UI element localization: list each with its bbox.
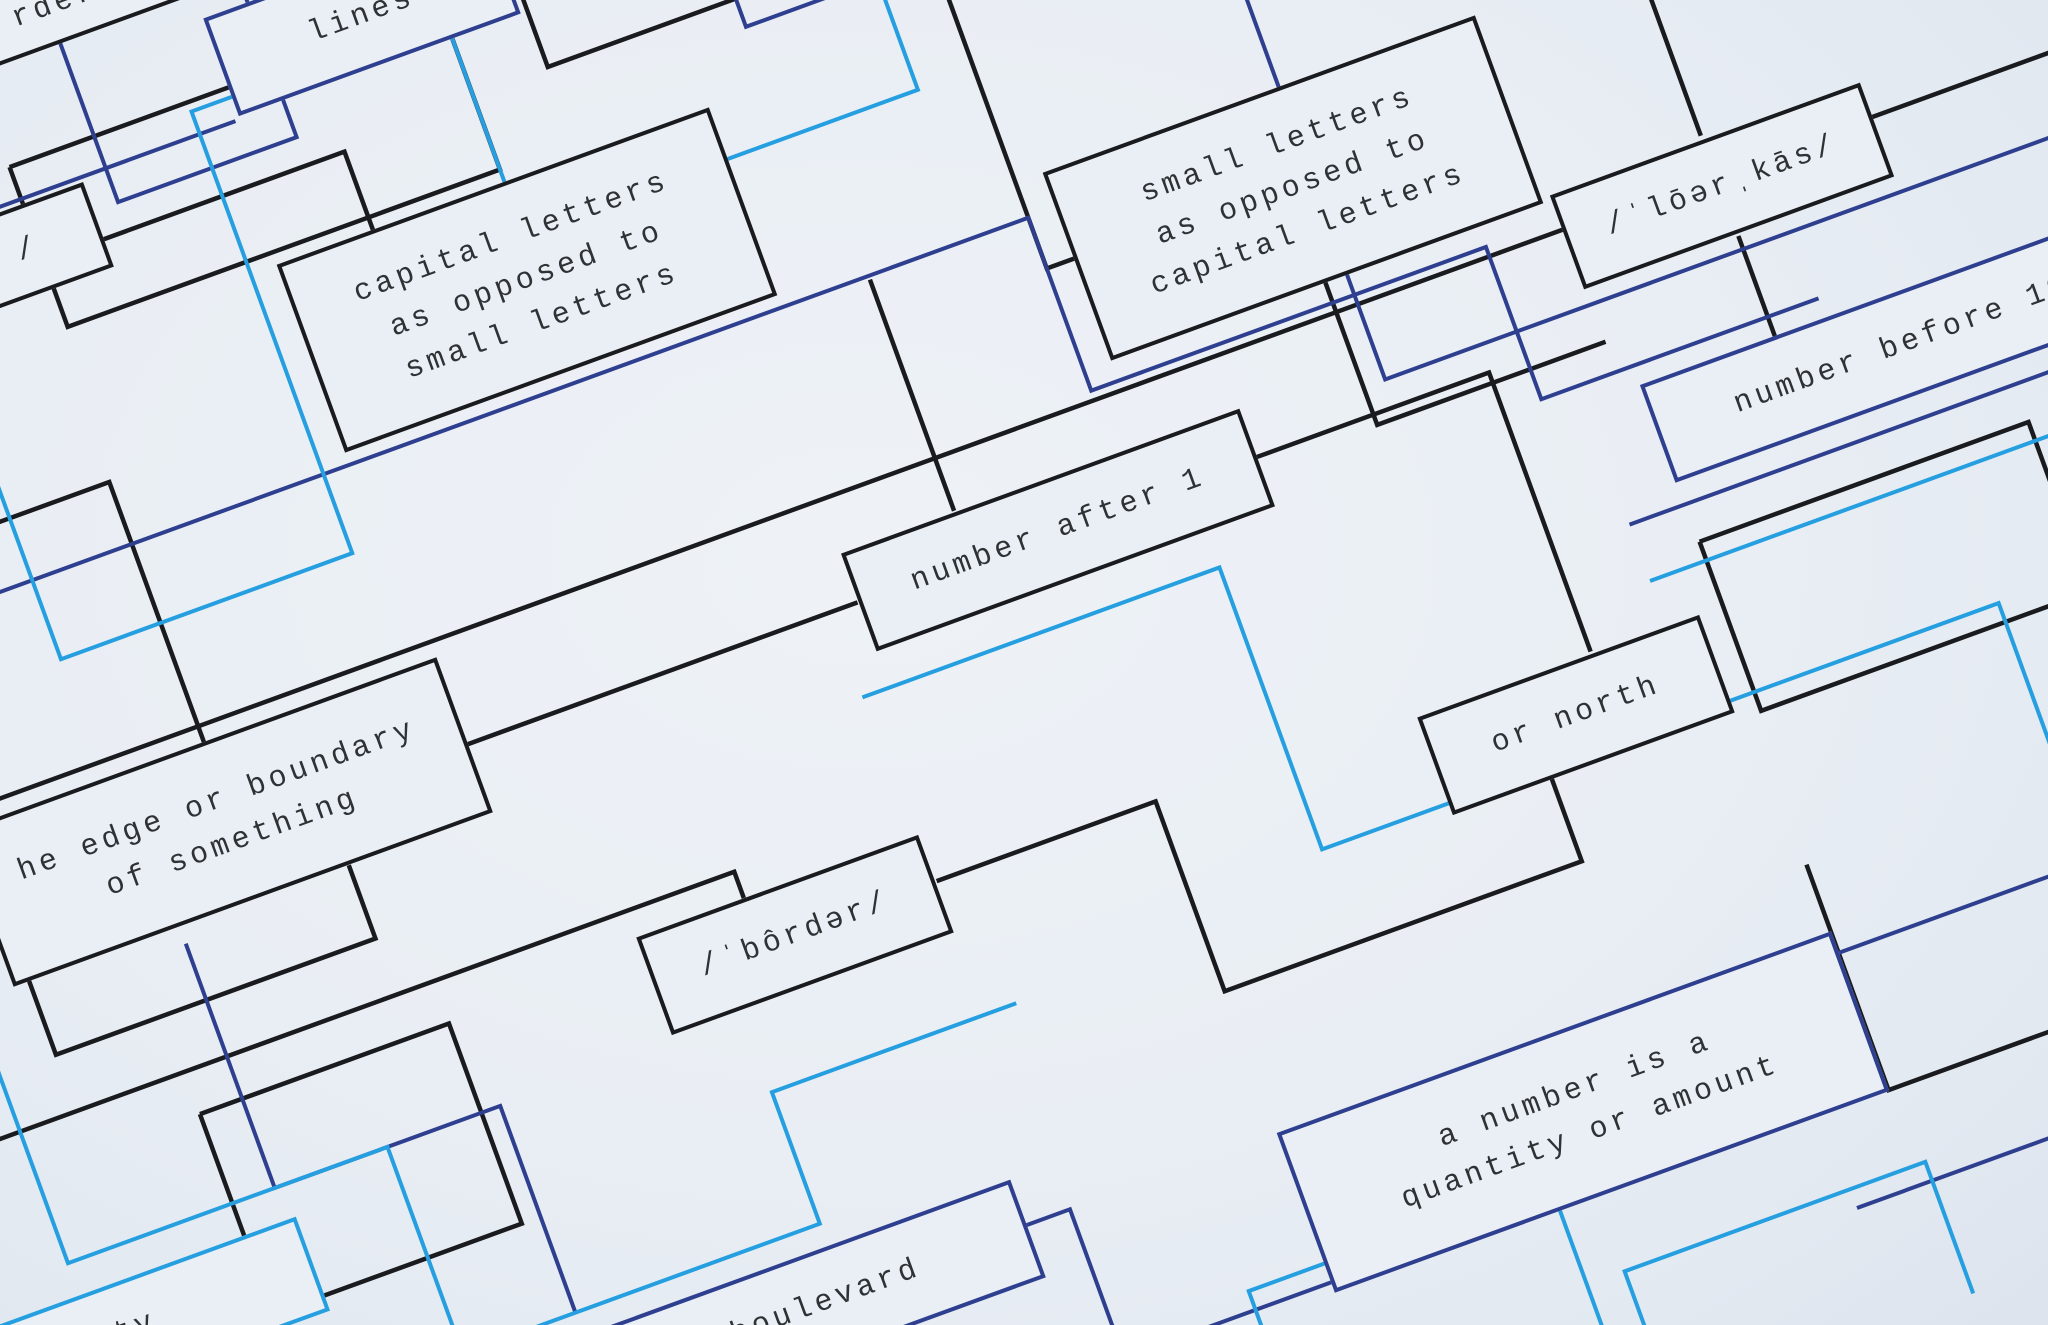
maze-path-cyan xyxy=(1622,1159,1976,1325)
label-ity-fragment: ity xyxy=(0,1216,331,1325)
label-ity-fragment-line: ity xyxy=(86,1299,164,1325)
label-number-before-10-line: number before 10 xyxy=(1729,267,2048,422)
maze-path-navy xyxy=(1834,830,2048,1178)
maze-path-black xyxy=(867,278,957,512)
label-or-north: or north xyxy=(1417,614,1735,816)
label-lines-line: lines xyxy=(303,0,420,51)
maze-path-cyan xyxy=(0,0,921,662)
maze-path-black xyxy=(935,777,1585,995)
label-slash-fragment-line: / xyxy=(11,229,45,270)
maze-path-black xyxy=(0,0,2048,960)
label-boulevard: boulevard xyxy=(606,1179,1046,1325)
label-boulevard-line: boulevard xyxy=(726,1251,926,1325)
label-lowercase-pronunciation: /ˈlōərˌkās/ xyxy=(1549,82,1895,290)
maze-path-navy xyxy=(1628,194,2048,527)
maze-path-navy xyxy=(600,0,2048,383)
maze-path-navy xyxy=(1159,1279,1336,1325)
maze-path-black xyxy=(412,0,1076,272)
maze-path-cyan xyxy=(0,997,1017,1325)
maze-path-black xyxy=(0,835,379,1204)
maze-path-black xyxy=(0,351,208,746)
label-border-pronunciation: /ˈbôrdər/ xyxy=(636,834,954,1036)
maze-path-cyan xyxy=(1649,250,2048,583)
maze-path-navy xyxy=(0,119,237,437)
label-border-pronunciation-line: /ˈbôrdər/ xyxy=(695,884,895,985)
label-number-after-1: number after 1 xyxy=(841,408,1275,652)
label-lowercase-pronunciation-line: /ˈlōərˌkās/ xyxy=(1601,127,1843,244)
label-lines: lines xyxy=(203,0,521,117)
label-number-before-10: number before 10 xyxy=(1639,207,2048,483)
label-number-after-1-line: number after 1 xyxy=(905,460,1210,599)
maze-path-black xyxy=(1255,369,1593,653)
label-border-word-fragment: rder xyxy=(0,0,209,93)
label-or-north-line: or north xyxy=(1486,668,1666,761)
maze-path-black xyxy=(454,600,859,751)
maze-path-black xyxy=(73,148,376,253)
label-slash-fragment: / xyxy=(0,182,114,318)
label-border-word-fragment-line: rder xyxy=(7,0,103,36)
maze-path-black xyxy=(0,868,746,1261)
maze-path-navy xyxy=(0,215,1820,778)
maze-path-black xyxy=(1697,419,2048,714)
maze-path-navy xyxy=(1020,1206,1205,1325)
